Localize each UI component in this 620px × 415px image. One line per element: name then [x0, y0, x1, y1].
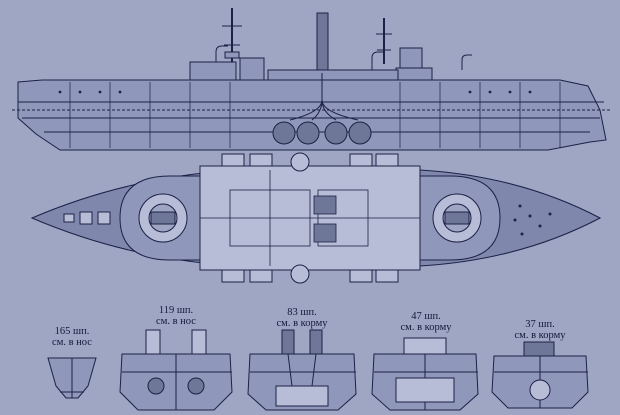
deck-plan [30, 152, 602, 284]
funnel [316, 12, 329, 74]
section-direction: см. в корму [400, 322, 452, 333]
section-label-37: 37 шп. см. в корму [515, 319, 566, 341]
section-frame: 119 шп. [158, 305, 194, 316]
section-label-47: 47 шп. см. в корму [401, 311, 452, 333]
section-direction: см. в нос [52, 337, 92, 348]
section-frame: 37 шп. [525, 319, 555, 330]
section-frame: 47 шп. [411, 311, 441, 322]
section-label-119: 119 шп. см. в нос [156, 305, 196, 327]
main-mast [376, 18, 392, 64]
section-direction: см. в нос [156, 316, 196, 327]
section-label-83: 83 шп. см. в корму [277, 307, 328, 329]
side-elevation [12, 8, 612, 151]
section-119 [119, 329, 233, 411]
section-37 [491, 341, 589, 409]
section-47 [371, 337, 479, 411]
fore-mast [222, 8, 242, 62]
aft-turret [419, 175, 501, 261]
section-frame: 83 шп. [287, 307, 317, 318]
section-label-165: 165 шп. см. в нос [52, 326, 92, 348]
boilers [272, 121, 372, 145]
section-165 [47, 357, 97, 399]
section-direction: см. в корму [276, 318, 328, 329]
fore-turret [119, 175, 201, 261]
section-frame: 165 шп. [54, 326, 90, 337]
section-83 [247, 329, 357, 411]
section-direction: см. в корму [514, 330, 566, 341]
